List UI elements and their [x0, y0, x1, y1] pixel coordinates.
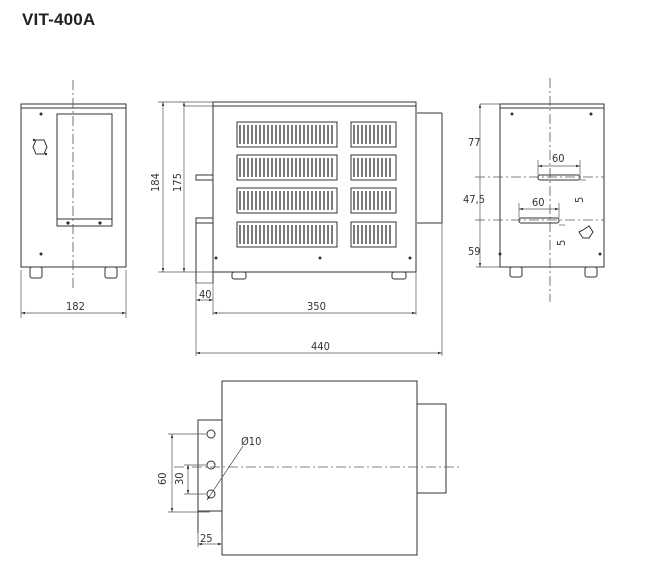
drawing-title: VIT-400A [22, 10, 96, 29]
dim-slot-width-upper: 60 [552, 152, 565, 165]
dim-side-height: 184 [149, 173, 162, 192]
vent-grid-right [350, 121, 397, 248]
rear-view: 60 60 5 5 77 47,5 59 [463, 78, 605, 302]
dim-hole-span: 60 [156, 472, 169, 485]
dim-rear-bottom: 59 [468, 245, 481, 258]
dim-total-length: 440 [311, 340, 330, 353]
side-view: 184 175 40 350 440 [149, 101, 443, 356]
dim-body-length: 350 [307, 300, 326, 313]
dim-front-width: 182 [66, 300, 85, 313]
dim-bracket-width: 25 [200, 532, 213, 545]
dim-hole-pitch: 30 [173, 472, 186, 485]
front-view: 182 [20, 80, 127, 318]
dim-slot-height-upper: 5 [573, 197, 586, 203]
dim-slot-width-lower: 60 [532, 196, 545, 209]
dim-side-inner-height: 175 [171, 173, 184, 192]
vent-grid-left [236, 121, 338, 248]
top-view: 60 30 Ø10 25 [156, 380, 460, 556]
dim-bracket-offset: 40 [199, 288, 212, 301]
dim-slot-height-lower: 5 [555, 240, 568, 246]
dim-rear-top: 77 [468, 136, 481, 149]
dim-rear-mid: 47,5 [463, 193, 485, 206]
dim-hole-diameter: Ø10 [241, 435, 261, 448]
